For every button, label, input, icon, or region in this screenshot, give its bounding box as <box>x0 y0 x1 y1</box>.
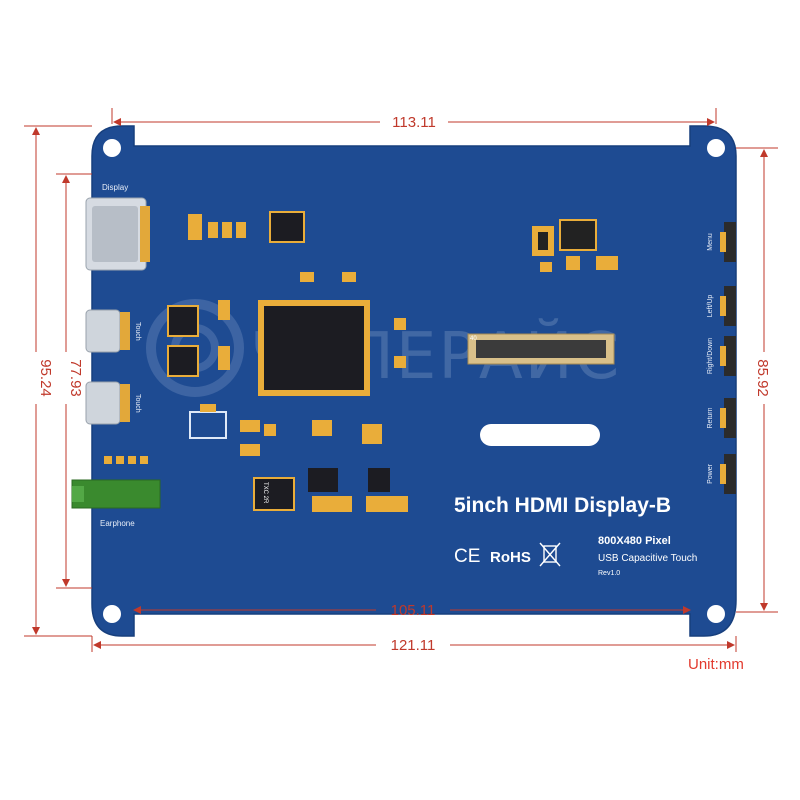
mount-hole-bottom-left <box>103 605 121 623</box>
ic-label: TXC 2R <box>262 482 268 504</box>
side-button-3: Return <box>707 398 736 438</box>
weee-bin-icon <box>539 542 561 567</box>
dim-top-width: 113.11 <box>392 114 436 131</box>
power-ic <box>532 219 597 256</box>
smd-components <box>167 211 618 512</box>
dim-left-outer-height: 95.24 <box>37 359 54 397</box>
white-silk-pad <box>480 424 600 446</box>
touch-label: USB Capacitive Touch <box>598 553 697 564</box>
side-button-label: Menu <box>707 233 714 251</box>
label-earphone: Earphone <box>100 519 135 528</box>
unit-label: Unit:mm <box>688 656 744 673</box>
label-touch-2: Touch <box>134 394 141 413</box>
rohs-mark: RoHS <box>490 549 531 566</box>
board-title: 5inch HDMI Display-B <box>454 494 671 517</box>
dim-right-height: 85.92 <box>754 359 771 397</box>
dimension-lines <box>24 108 778 652</box>
mount-hole-bottom-right <box>707 605 725 623</box>
side-button-label: Left/Up <box>707 295 714 318</box>
dim-overall-width: 121.11 <box>391 637 436 654</box>
side-button-label: Power <box>707 463 714 484</box>
side-button-0: Menu <box>707 222 736 262</box>
label-touch-1: Touch <box>134 322 141 341</box>
mount-hole-top-right <box>707 139 725 157</box>
ce-mark: CE <box>454 546 480 567</box>
label-display: Display <box>102 183 128 192</box>
usb-port-2 <box>85 381 130 425</box>
side-button-label: Return <box>707 407 714 428</box>
main-ic <box>258 300 370 396</box>
svg-text:40: 40 <box>470 336 477 342</box>
usb-port-1 <box>85 309 130 353</box>
earphone-jack <box>71 456 161 509</box>
flex-connector: 40 <box>467 333 615 365</box>
dim-left-inner-height: 77.93 <box>67 359 84 397</box>
revision-label: Rev1.0 <box>598 570 620 577</box>
side-button-4: Power <box>707 454 736 494</box>
dim-inner-bottom-width: 105.11 <box>391 602 436 619</box>
resolution-label: 800X480 Pixel <box>598 535 671 547</box>
mount-hole-top-left <box>103 139 121 157</box>
hdmi-port <box>85 197 150 271</box>
side-button-2: Right/Down <box>707 336 736 376</box>
side-button-label: Right/Down <box>707 338 714 374</box>
side-button-1: Left/Up <box>707 286 736 326</box>
